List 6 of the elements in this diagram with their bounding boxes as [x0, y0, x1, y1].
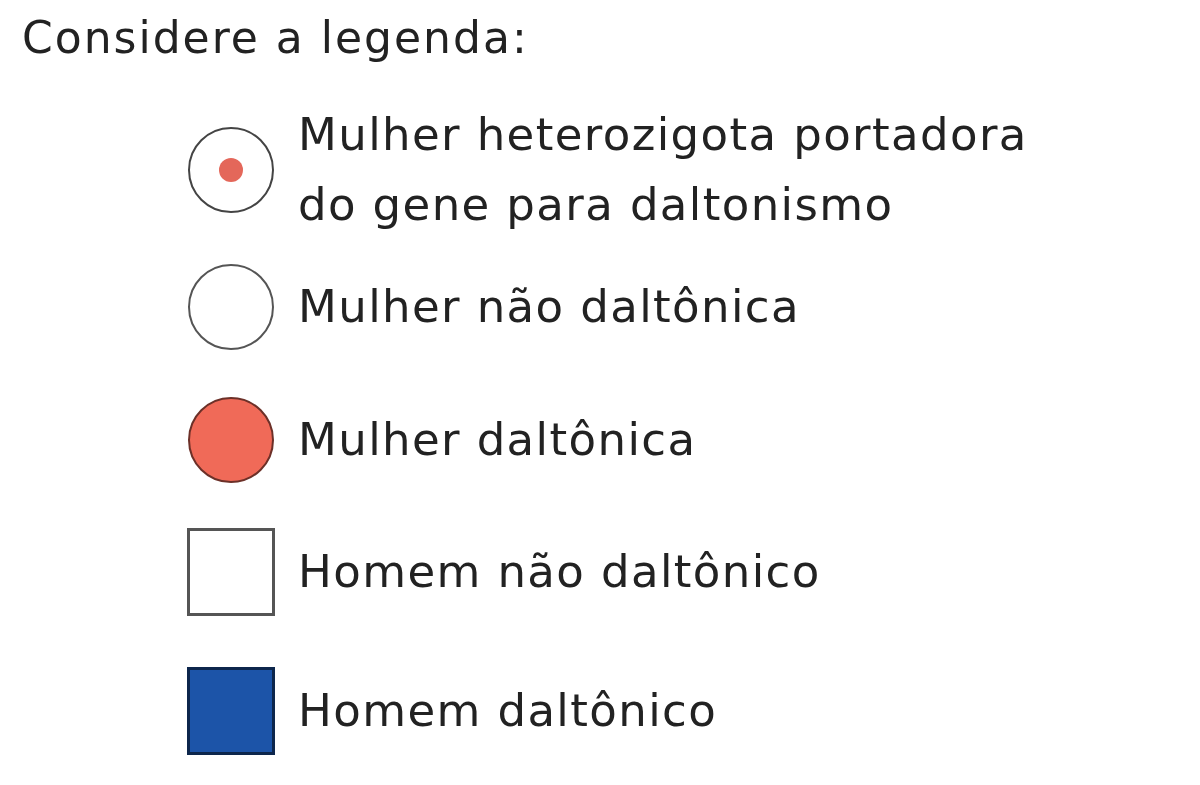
- legend-label: Mulher não daltônica: [298, 279, 801, 335]
- legend-label: Mulher daltônica: [298, 412, 698, 468]
- heading: Considere a legenda:: [22, 12, 529, 65]
- legend-label: Mulher heterozigota portadora do gene para daltonismo: [298, 107, 1029, 233]
- legend-label: Homem daltônico: [298, 683, 719, 739]
- legend-label: Homem não daltônico: [298, 544, 822, 600]
